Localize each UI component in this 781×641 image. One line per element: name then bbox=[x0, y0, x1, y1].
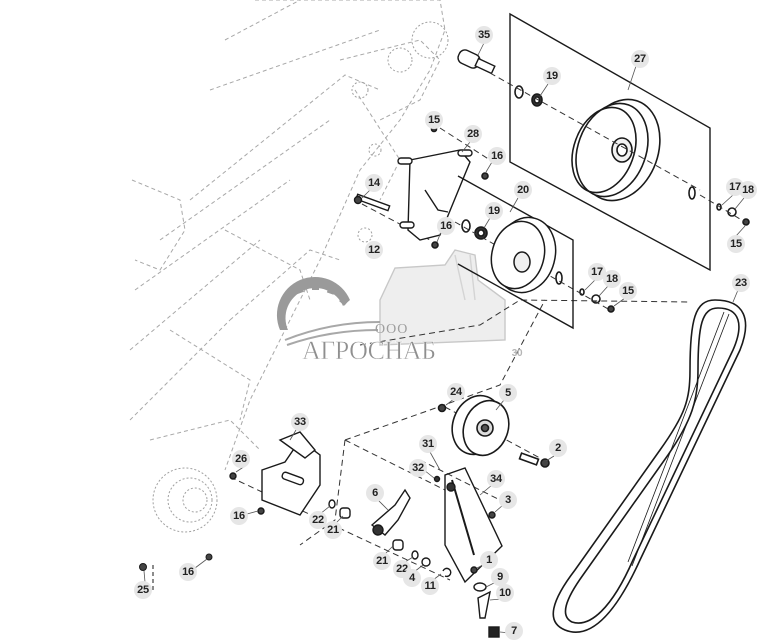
ghost-gears bbox=[152, 21, 449, 533]
callout-19: 19 bbox=[543, 67, 561, 85]
callout-31: 31 bbox=[419, 435, 437, 453]
callout-7: 7 bbox=[505, 622, 523, 640]
callout-18: 18 bbox=[739, 181, 757, 199]
small-hardware bbox=[430, 85, 750, 313]
callout-16: 16 bbox=[437, 217, 455, 235]
watermark-name: АГРОСНАБ bbox=[302, 336, 437, 366]
lower-left-bolts bbox=[139, 553, 213, 590]
callout-22: 22 bbox=[309, 511, 327, 529]
callout-14: 14 bbox=[365, 174, 383, 192]
callout-33: 33 bbox=[291, 413, 309, 431]
pulley-20 bbox=[490, 216, 557, 294]
callout-25: 25 bbox=[134, 581, 152, 599]
callout-15: 15 bbox=[619, 282, 637, 300]
callout-15: 15 bbox=[727, 235, 745, 253]
callout-4: 4 bbox=[403, 569, 421, 587]
arm-6 bbox=[328, 488, 452, 578]
bolt-14 bbox=[353, 193, 391, 212]
callout-6: 6 bbox=[366, 484, 384, 502]
callout-20: 20 bbox=[514, 181, 532, 199]
callout-32: 32 bbox=[409, 459, 427, 477]
ghost-frame bbox=[129, 0, 446, 471]
callout-27: 27 bbox=[631, 50, 649, 68]
callout-19: 19 bbox=[485, 202, 503, 220]
callout-3: 3 bbox=[499, 491, 517, 509]
belt-23 bbox=[552, 299, 747, 633]
bracket-33 bbox=[229, 431, 321, 516]
callout-5: 5 bbox=[499, 384, 517, 402]
callout-18: 18 bbox=[603, 270, 621, 288]
pulley-20-panel bbox=[457, 175, 574, 330]
callout-15: 15 bbox=[425, 111, 443, 129]
callout-21: 21 bbox=[324, 521, 342, 539]
watermark-gear bbox=[276, 276, 381, 346]
callout-2: 2 bbox=[549, 439, 567, 457]
callout-12: 12 bbox=[365, 241, 383, 259]
callout-30: 30 bbox=[511, 347, 523, 359]
pulley-27 bbox=[571, 98, 661, 202]
idler-pulley-5 bbox=[437, 394, 550, 468]
callout-11: 11 bbox=[421, 577, 439, 595]
callout-10: 10 bbox=[496, 584, 514, 602]
callout-17: 17 bbox=[588, 263, 606, 281]
callout-28: 28 bbox=[464, 125, 482, 143]
tensioner-rod-34 bbox=[433, 467, 503, 638]
watermark-logo bbox=[379, 249, 506, 346]
callout-16: 16 bbox=[488, 147, 506, 165]
pulley-27-panel bbox=[509, 12, 711, 272]
bracket-28 bbox=[397, 149, 473, 241]
callout-9: 9 bbox=[491, 568, 509, 586]
callout-23: 23 bbox=[732, 274, 750, 292]
callout-16: 16 bbox=[230, 507, 248, 525]
callout-1: 1 bbox=[480, 551, 498, 569]
callout-34: 34 bbox=[487, 470, 505, 488]
shaft-35 bbox=[457, 49, 496, 75]
callout-24: 24 bbox=[447, 383, 465, 401]
callout-26: 26 bbox=[232, 450, 250, 468]
callout-16: 16 bbox=[179, 563, 197, 581]
watermark-prefix: ООО bbox=[375, 322, 409, 337]
callout-21: 21 bbox=[373, 552, 391, 570]
callout-35: 35 bbox=[475, 26, 493, 44]
